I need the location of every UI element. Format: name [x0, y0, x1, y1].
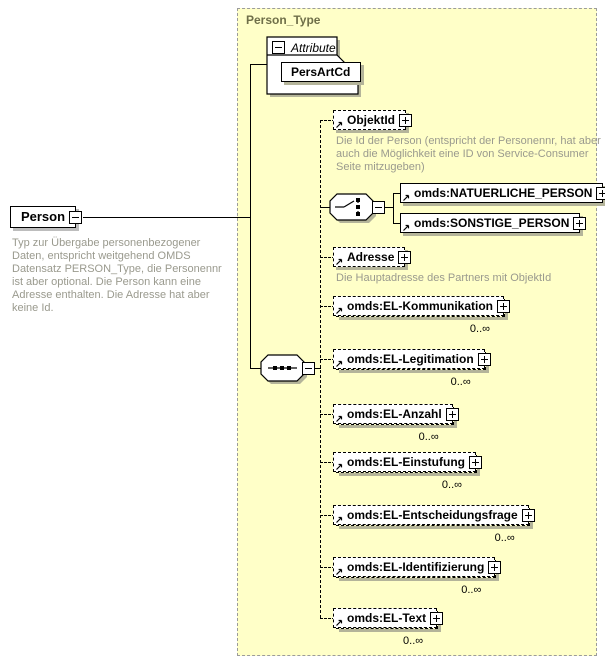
connector-to-sequence [250, 368, 262, 369]
element-adresse[interactable]: Adresse [333, 247, 412, 267]
collapse-icon[interactable] [69, 211, 82, 224]
connector-stub-adresse [320, 257, 335, 258]
element-el-text[interactable]: omds:EL-Text [333, 608, 444, 629]
reference-arrow-icon [403, 224, 410, 231]
expand-icon[interactable] [488, 561, 502, 574]
element-sonstige-person[interactable]: omds:SONSTIGE_PERSON [400, 213, 587, 233]
expand-icon[interactable] [399, 114, 413, 127]
connector-trunk [250, 64, 251, 368]
expand-icon[interactable] [596, 187, 605, 200]
cardinality-label: 0..∞ [441, 479, 462, 491]
reference-arrow-icon [336, 568, 343, 575]
element-natuerliche-person[interactable]: omds:NATUERLICHE_PERSON [400, 183, 605, 203]
connector-stub-identifizierung [320, 567, 335, 568]
expand-icon[interactable] [573, 217, 587, 230]
connector-stub-objektid [320, 120, 335, 121]
attribute-persartcd[interactable]: PersArtCd [281, 62, 362, 82]
attribute-group-label: Attribute [291, 41, 336, 55]
choice-icon [329, 193, 376, 223]
element-label: Adresse [347, 250, 395, 264]
element-label: omds:NATUERLICHE_PERSON [414, 186, 593, 200]
attribute-collapse-icon[interactable] [272, 41, 285, 54]
connector-choice-branch [393, 193, 394, 224]
element-person-label: Person [20, 209, 66, 224]
reference-arrow-icon [336, 619, 343, 626]
connector-stub-text [320, 618, 335, 619]
person-type-container: Person_Type [237, 8, 597, 656]
cardinality-label: 0..∞ [403, 635, 424, 647]
connector-choice-out [385, 207, 393, 208]
cardinality-label: 0..∞ [461, 584, 482, 596]
element-person[interactable]: Person [10, 206, 82, 228]
person-annotation: Typ zur Übergabe personenbezogener Daten… [12, 237, 222, 314]
reference-arrow-icon [336, 121, 343, 128]
expand-icon[interactable] [497, 300, 510, 313]
connector-choice-to-natuerliche [393, 193, 400, 194]
expand-icon[interactable] [521, 509, 535, 522]
cardinality-label: 0..∞ [450, 376, 471, 388]
element-annotation: Die Id der Person (entspricht der Person… [336, 135, 601, 173]
reference-arrow-icon [336, 463, 343, 470]
expand-icon[interactable] [477, 353, 491, 366]
connector-sequence-out [315, 368, 321, 369]
connector-person-to-type [83, 217, 250, 218]
element-label: omds:EL-Identifizierung [347, 560, 485, 574]
reference-arrow-icon [336, 415, 343, 422]
expand-icon[interactable] [398, 251, 412, 264]
expand-icon[interactable] [468, 456, 482, 469]
reference-arrow-icon [336, 516, 343, 523]
element-objektid[interactable]: ObjektId [333, 110, 413, 130]
element-annotation: Die Hauptadresse des Partners mit Objekt… [336, 272, 552, 284]
container-title: Person_Type [246, 13, 321, 27]
connector-stub-kommunikation [320, 306, 335, 307]
choice-collapse-icon[interactable] [372, 201, 385, 214]
reference-arrow-icon [336, 360, 343, 367]
expand-icon[interactable] [445, 408, 459, 421]
element-el-legitimation[interactable]: omds:EL-Legitimation [333, 349, 491, 370]
attribute-label: PersArtCd [291, 65, 351, 79]
cardinality-label: 0..∞ [418, 431, 439, 443]
connector-stub-einstufung [320, 462, 335, 463]
element-el-anzahl[interactable]: omds:EL-Anzahl [333, 404, 459, 425]
element-label: omds:EL-Entscheidungsfrage [347, 508, 518, 522]
element-el-identifizierung[interactable]: omds:EL-Identifizierung [333, 557, 502, 578]
connector-stub-choice [320, 207, 332, 208]
element-label: omds:EL-Legitimation [347, 352, 474, 366]
cardinality-label: 0..∞ [469, 323, 490, 335]
element-label: omds:SONSTIGE_PERSON [414, 216, 570, 230]
reference-arrow-icon [336, 307, 343, 314]
element-el-kommunikation[interactable]: omds:EL-Kommunikation [333, 296, 510, 317]
connector-stub-legitimation [320, 359, 335, 360]
connector-stub-anzahl [320, 414, 335, 415]
element-el-entscheidungsfrage[interactable]: omds:EL-Entscheidungsfrage [333, 505, 535, 526]
connector-children-trunk [320, 120, 321, 618]
element-el-einstufung[interactable]: omds:EL-Einstufung [333, 452, 482, 473]
connector-choice-to-sonstige [393, 223, 400, 224]
cardinality-label: 0..∞ [494, 532, 515, 544]
expand-icon[interactable] [430, 612, 444, 625]
reference-arrow-icon [336, 258, 343, 265]
connector-to-attributes [250, 64, 268, 65]
element-label: omds:EL-Text [347, 611, 427, 625]
sequence-icon [260, 354, 307, 384]
element-label: omds:EL-Anzahl [347, 407, 442, 421]
element-label: omds:EL-Einstufung [347, 455, 465, 469]
element-label: omds:EL-Kommunikation [347, 299, 493, 313]
reference-arrow-icon [403, 194, 410, 201]
sequence-collapse-icon[interactable] [302, 362, 315, 375]
element-label: ObjektId [347, 113, 396, 127]
connector-stub-entscheidungsfrage [320, 515, 335, 516]
